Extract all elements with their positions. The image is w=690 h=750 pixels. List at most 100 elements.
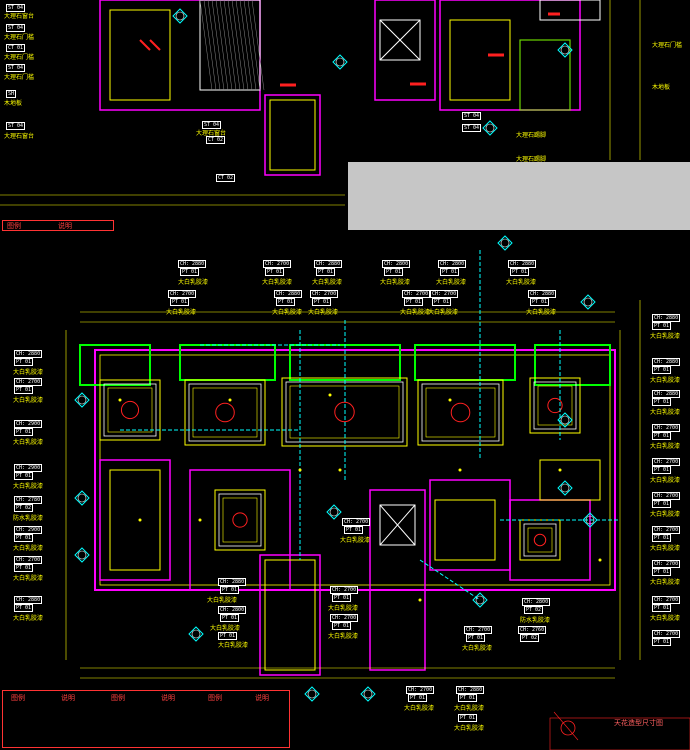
- upper-door: [539, 0, 601, 21]
- top-legend-header-1: 图例: [7, 222, 21, 230]
- ceiling-height-tag: CH: 2700: [402, 290, 431, 298]
- ceiling-height-tag: CH: 2700: [14, 556, 43, 564]
- material-label: 大白乳胶漆: [650, 511, 681, 518]
- section-marker-center: [485, 123, 495, 133]
- light-fixture: [298, 468, 302, 472]
- ceiling-height-tag: CH: 2900: [14, 464, 43, 472]
- section-marker: [74, 392, 90, 408]
- material-label: 大白乳胶漆: [650, 615, 681, 622]
- paint-tag: PT 01: [170, 298, 190, 306]
- ceiling-height-tag: CH: 2880: [456, 686, 485, 694]
- hatch-line: [223, 0, 237, 91]
- material-label: 大白乳胶漆: [312, 279, 343, 286]
- material-label: 大理石门槛: [4, 54, 35, 61]
- section-marker: [74, 547, 90, 563]
- paint-tag: PT 02: [14, 504, 34, 512]
- material-label: 防水乳胶漆: [13, 515, 44, 522]
- elevator: [379, 504, 416, 546]
- hatch-line: [227, 0, 241, 91]
- ceiling-panel: [214, 489, 266, 551]
- ceiling-height-tag: CH: 2700: [330, 586, 359, 594]
- material-tag: ST 04: [462, 124, 482, 132]
- hatch-line: [219, 0, 233, 91]
- paint-tag: PT 01: [652, 568, 672, 576]
- paint-tag: PT 01: [652, 534, 672, 542]
- gray-overlay-panel: [348, 162, 690, 230]
- legend-header-5: 图例: [208, 694, 222, 702]
- material-tag: ST 04: [6, 24, 26, 32]
- paint-tag: PT 01: [652, 500, 672, 508]
- room-bay-frame: [79, 344, 151, 386]
- hatch-line: [243, 0, 257, 91]
- ceiling-height-tag: CH: 2700: [652, 458, 681, 466]
- upper-room: [449, 19, 511, 101]
- section-marker: [304, 686, 320, 702]
- ceiling-height-tag: CH: 2880: [314, 260, 343, 268]
- paint-tag: PT 01: [652, 398, 672, 406]
- ceiling-height-tag: CH: 2700: [652, 492, 681, 500]
- lower-room-wall: [189, 469, 291, 591]
- legend-header-3: 图例: [111, 694, 125, 702]
- material-label: 大白乳胶漆: [13, 545, 44, 552]
- material-label: 大白乳胶漆: [404, 705, 435, 712]
- ceiling-panel-inner: [188, 383, 262, 442]
- material-label: 大白乳胶漆: [218, 642, 249, 649]
- lower-room: [264, 559, 316, 671]
- light-fixture: [418, 598, 422, 602]
- material-label: 大白乳胶漆: [400, 309, 431, 316]
- upper-wall: [264, 94, 321, 176]
- material-label: 大白乳胶漆: [650, 477, 681, 484]
- ceiling-height-tag: CH: 2700: [652, 560, 681, 568]
- paint-tag: PT 01: [14, 534, 34, 542]
- ceiling-panel-core: [527, 527, 553, 553]
- paint-tag: PT 01: [14, 428, 34, 436]
- ceiling-panel-inner: [523, 523, 557, 557]
- paint-tag: PT 01: [458, 694, 478, 702]
- upper-wall: [374, 0, 436, 101]
- material-label: 大理石门槛: [4, 34, 35, 41]
- ceiling-height-tag: CH: 2880: [528, 290, 557, 298]
- material-tag: SH: [6, 90, 17, 98]
- ceiling-height-tag: CH: 2700: [330, 614, 359, 622]
- section-marker-center: [560, 45, 570, 55]
- hatch-line: [207, 0, 221, 91]
- section-marker: [557, 412, 573, 428]
- title-block-marker: [560, 720, 576, 736]
- material-label: 大白乳胶漆: [650, 545, 681, 552]
- ceiling-height-tag: CH: 2760: [518, 626, 547, 634]
- paint-tag: PT 01: [276, 298, 296, 306]
- section-marker-center: [363, 689, 373, 699]
- ceiling-height-tag: CH: 2700: [652, 596, 681, 604]
- hatch-line: [215, 0, 229, 91]
- material-label: 木地板: [4, 100, 23, 107]
- ceiling-height-tag: CH: 2780: [14, 496, 43, 504]
- hatch-line: [199, 0, 213, 91]
- paint-tag: PT 01: [14, 472, 34, 480]
- section-marker-center: [583, 297, 593, 307]
- material-label: 大白乳胶漆: [380, 279, 411, 286]
- light-fixture: [118, 398, 122, 402]
- ceiling-panel-inner: [103, 383, 157, 437]
- material-tag: CT 01: [6, 44, 26, 52]
- ceiling-height-tag: CH: 2700: [14, 378, 43, 386]
- ceiling-height-tag: CH: 2800: [382, 260, 411, 268]
- ceiling-panel-core: [192, 387, 258, 438]
- light-fixture: [598, 558, 602, 562]
- paint-tag: PT 01: [466, 634, 486, 642]
- ceiling-height-tag: CH: 2880: [14, 350, 43, 358]
- ceiling-medallion: [533, 533, 547, 547]
- ceiling-panel-inner: [533, 381, 577, 430]
- upper-room: [269, 99, 316, 171]
- paint-tag: PT 01: [14, 604, 34, 612]
- material-label: 大白乳胶漆: [308, 309, 339, 316]
- material-label: 大白乳胶漆: [650, 377, 681, 384]
- lower-room: [109, 469, 161, 571]
- ceiling-panel-core: [222, 497, 258, 543]
- material-label: 大白乳胶漆: [178, 279, 209, 286]
- ceiling-panel-inner: [218, 493, 262, 547]
- material-label: 大白乳胶漆: [13, 369, 44, 376]
- ceiling-height-tag: CH: 2700: [430, 290, 459, 298]
- ceiling-panel-core: [425, 387, 496, 438]
